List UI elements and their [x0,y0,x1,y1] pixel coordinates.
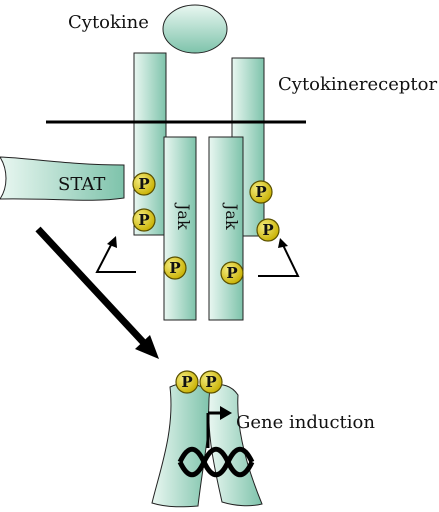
jak-kinase-right [208,136,244,321]
phosphorylation-arrow-right [258,244,300,277]
jak-kinase-left [163,136,197,321]
svg-text:P: P [205,373,216,391]
phosphate-group: P [175,370,199,394]
phosphorylation-arrow-left [95,242,136,273]
stat-label: STAT [58,174,105,195]
gene-induction-label: Gene induction [236,412,375,433]
phosphate-group: P [163,256,187,280]
receptor-label: Cytokinereceptor [278,74,438,95]
phosphate-group: P [249,180,273,204]
jak-right-label: Jak [222,202,241,230]
translocation-arrow [35,226,146,345]
jak-left-label: Jak [174,202,193,230]
phosphorylation-arrowhead-left [107,236,117,248]
cytokine-label: Cytokine [68,12,149,33]
stat-protein [0,156,125,201]
stat-dimer-right [208,384,263,507]
svg-text:P: P [226,264,237,282]
phosphate-group: P [132,172,156,196]
phosphorylation-arrowhead-right [278,238,288,248]
transcription-arrowhead [220,406,232,420]
svg-text:P: P [169,259,180,277]
phosphate-group: P [256,218,280,242]
dna-strand [177,446,255,478]
svg-text:P: P [138,211,149,229]
phosphate-group: P [132,208,156,232]
phosphate-group: P [199,370,223,394]
svg-text:P: P [138,175,149,193]
stat-dimer-left [151,382,211,508]
receptor-left [133,52,167,236]
svg-text:P: P [255,183,266,201]
cytokine-ligand [162,4,228,54]
svg-text:P: P [262,221,273,239]
translocation-arrowhead [135,335,159,359]
phosphate-group: P [220,261,244,285]
svg-text:P: P [181,373,192,391]
dna-strand [177,446,255,478]
